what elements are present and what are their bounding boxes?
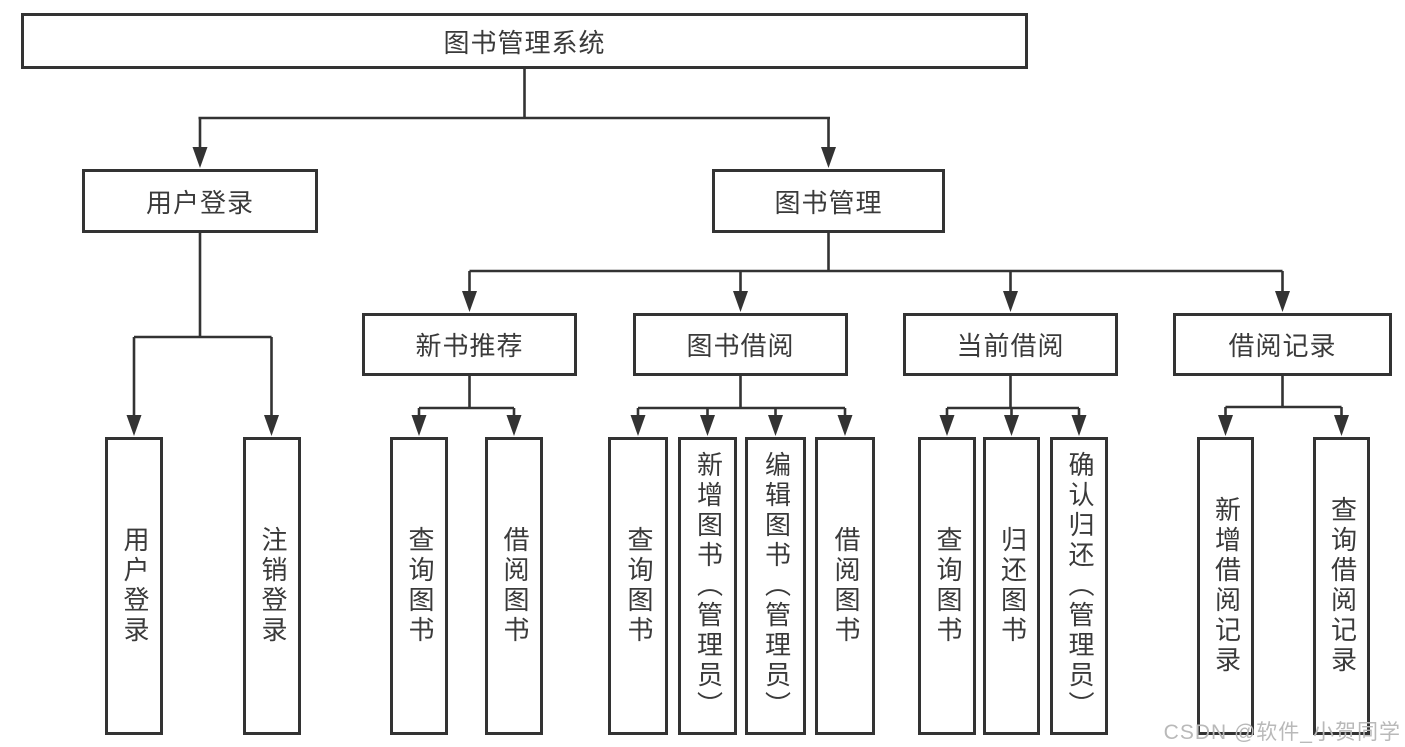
leaf-return-books: 归还图书 [983,437,1040,735]
leaf-borrow-books-newrec-label: 借阅图书 [499,526,530,646]
leaf-user-login: 用户登录 [105,437,163,735]
leaf-query-borrow-record: 查询借阅记录 [1313,437,1370,735]
leaf-edit-books-admin: 编辑图书（管理员） [745,437,806,735]
node-user-login: 用户登录 [82,169,318,233]
node-new-book-rec-label: 新书推荐 [415,331,524,361]
leaf-query-books-current-label: 查询图书 [932,526,963,646]
leaf-confirm-return-admin: 确认归还（管理员） [1050,437,1108,735]
leaf-user-login-label: 用户登录 [119,526,150,646]
node-user-login-label: 用户登录 [145,187,254,218]
node-root-system: 图书管理系统 [21,13,1028,69]
connector-root-to-branches [192,67,836,168]
leaf-return-books-label: 归还图书 [997,526,1028,646]
leaf-query-borrow-record-label: 查询借阅记录 [1327,496,1358,676]
csdn-watermark: CSDN @软件_小贺同学 [1163,721,1401,744]
connector-new-book-rec-to-leaves [411,374,522,436]
leaf-confirm-return-admin-label: 确认归还（管理员） [1064,451,1095,721]
node-book-mgmt-label: 图书管理 [774,187,883,218]
leaf-logout-login: 注销登录 [243,437,301,735]
leaf-borrow-books-newrec: 借阅图书 [485,437,543,735]
node-current-borrow-label: 当前借阅 [956,331,1065,361]
leaf-query-books-borrow: 查询图书 [608,437,668,735]
connector-user-login-to-leaves [126,231,279,436]
node-current-borrow: 当前借阅 [903,313,1118,376]
connector-borrow-record-to-leaves [1218,374,1349,436]
leaf-add-borrow-record: 新增借阅记录 [1197,437,1254,735]
node-new-book-rec: 新书推荐 [362,313,577,376]
node-borrow-record: 借阅记录 [1173,313,1392,376]
leaf-query-books-borrow-label: 查询图书 [623,526,654,646]
leaf-query-books-current: 查询图书 [918,437,976,735]
leaf-edit-books-admin-label: 编辑图书（管理员） [761,451,792,721]
node-book-mgmt: 图书管理 [712,169,945,233]
leaf-query-books-newrec: 查询图书 [390,437,448,735]
node-book-borrow-label: 图书借阅 [686,331,795,361]
leaf-borrow-books-borrow: 借阅图书 [815,437,875,735]
leaf-add-borrow-record-label: 新增借阅记录 [1211,496,1242,676]
node-book-borrow: 图书借阅 [633,313,848,376]
node-borrow-record-label: 借阅记录 [1228,331,1337,361]
connector-book-mgmt-to-modules [462,231,1290,312]
leaf-logout-login-label: 注销登录 [257,526,288,646]
leaf-add-books-admin: 新增图书（管理员） [678,437,737,735]
connector-book-borrow-to-leaves [630,374,853,436]
connector-current-borrow-to-leaves [939,374,1087,436]
leaf-query-books-newrec-label: 查询图书 [404,526,435,646]
leaf-add-books-admin-label: 新增图书（管理员） [693,451,724,721]
node-root-label: 图书管理系统 [443,27,606,58]
leaf-borrow-books-borrow-label: 借阅图书 [830,526,861,646]
